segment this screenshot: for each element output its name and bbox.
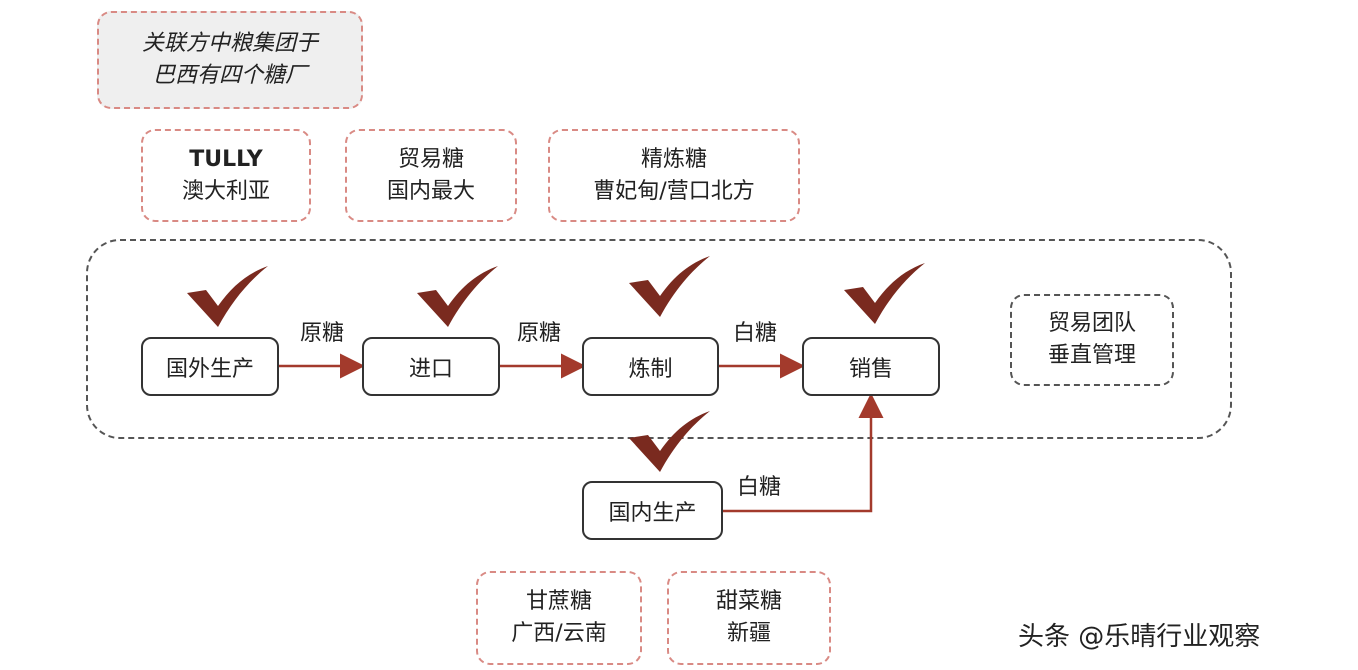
note-line: 国内最大 xyxy=(386,178,475,204)
note-line: TULLY xyxy=(189,146,263,172)
note-tully: TULLY 澳大利亚 xyxy=(141,129,311,222)
note-line: 巴西有四个糖厂 xyxy=(152,63,307,88)
value-chain-scope xyxy=(86,239,1232,439)
edge-domestic-to-sales xyxy=(722,393,884,513)
node-domestic-production: 国内生产 xyxy=(582,481,723,540)
edge-label-raw-sugar: 原糖 xyxy=(517,321,562,346)
note-line: 甜菜糖 xyxy=(715,589,782,614)
node-label: 国外生产 xyxy=(165,356,254,382)
node-label: 国内生产 xyxy=(608,500,697,526)
check-icon xyxy=(629,256,710,317)
node-sales: 销售 xyxy=(802,337,940,396)
note-line: 广西/云南 xyxy=(511,621,607,646)
note-line: 甘蔗糖 xyxy=(525,589,592,614)
note-line: 贸易团队 xyxy=(1047,311,1136,336)
node-label: 进口 xyxy=(408,356,453,382)
edge-label-white-sugar: 白糖 xyxy=(737,475,782,500)
note-line: 澳大利亚 xyxy=(181,178,270,204)
edge-label-raw-sugar: 原糖 xyxy=(300,321,345,346)
node-import: 进口 xyxy=(362,337,500,396)
source-watermark: 头条 @乐晴行业观察 xyxy=(1018,622,1261,652)
node-foreign-production: 国外生产 xyxy=(141,337,279,396)
note-line: 精炼糖 xyxy=(640,146,707,172)
note-cane-sugar: 甘蔗糖 广西/云南 xyxy=(476,571,642,665)
note-trade-sugar: 贸易糖 国内最大 xyxy=(345,129,517,222)
note-refined-sugar: 精炼糖 曹妃甸/营口北方 xyxy=(548,129,800,222)
note-related-party: 关联方中粮集团于 巴西有四个糖厂 xyxy=(97,11,363,109)
note-line: 垂直管理 xyxy=(1047,343,1136,368)
check-icon xyxy=(629,411,710,472)
check-icon xyxy=(417,266,498,327)
check-icon xyxy=(844,263,925,324)
node-label: 炼制 xyxy=(628,356,673,382)
note-line: 新疆 xyxy=(726,621,771,646)
note-line: 曹妃甸/营口北方 xyxy=(593,178,755,204)
node-refining: 炼制 xyxy=(582,337,719,396)
edge-label-white-sugar: 白糖 xyxy=(733,321,778,346)
node-label: 销售 xyxy=(848,356,893,382)
note-line: 贸易糖 xyxy=(397,146,464,172)
note-beet-sugar: 甜菜糖 新疆 xyxy=(667,571,831,665)
note-line: 关联方中粮集团于 xyxy=(141,31,318,56)
check-icon xyxy=(187,266,268,327)
note-trade-team: 贸易团队 垂直管理 xyxy=(1010,294,1174,386)
